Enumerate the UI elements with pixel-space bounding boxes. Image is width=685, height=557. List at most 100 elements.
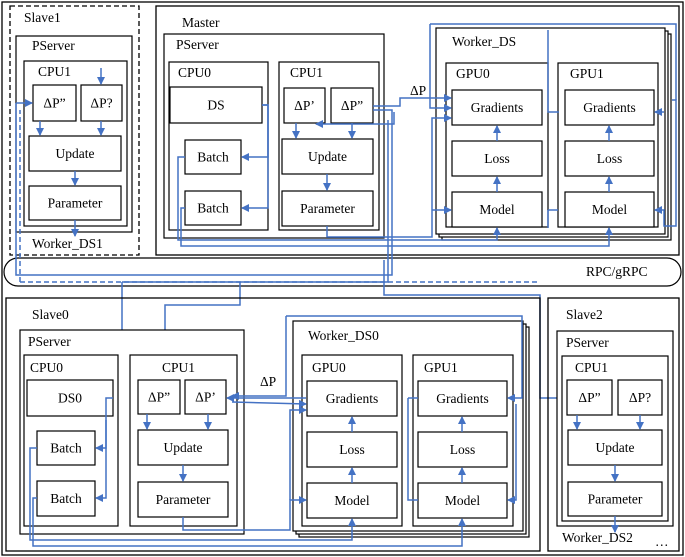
slave0-batch1-label: Batch xyxy=(50,441,82,456)
slave0-arrow-top-to-grad1 xyxy=(286,315,523,402)
slave0-batch1-box xyxy=(36,430,96,466)
master-gpu0-model-box xyxy=(451,191,543,228)
slave2-worker-label: Worker_DS2 xyxy=(562,530,633,545)
slave0-dp-pp-box xyxy=(137,379,181,415)
master-batch1-label: Batch xyxy=(197,150,229,165)
rpc-bus-pipe xyxy=(3,257,682,287)
master-ds-label: DS xyxy=(207,98,224,113)
master-title: Master xyxy=(182,15,220,30)
slave1-update-label: Update xyxy=(56,146,95,161)
slave1-pserver-label: PServer xyxy=(32,38,75,53)
master-arrow-grad1-up xyxy=(547,30,559,113)
slave2-dp-pp-label: ΔP” xyxy=(578,390,600,405)
slave0-arrow-batch1-to-model0 xyxy=(29,447,356,541)
master-gpu0-label: GPU0 xyxy=(456,66,490,81)
master-arrow-back-to-dp xyxy=(315,112,395,128)
slave1-dp-pp-label: ΔP” xyxy=(43,96,65,111)
master-arrow-ds-to-batch2 xyxy=(241,104,269,212)
master-parameter-label: Parameter xyxy=(300,201,355,216)
master-arrow-batch2-to-model1 xyxy=(180,207,613,247)
slave0-dp-p-box xyxy=(184,379,227,415)
master-dp-pp-box xyxy=(330,87,374,124)
master-dp-p-label: ΔP’ xyxy=(294,98,315,113)
master-arrow-param-to-grad0 xyxy=(326,114,452,238)
slave0-gpu0-loss-box xyxy=(306,431,398,468)
master-gpu1-loss-label: Loss xyxy=(597,151,623,166)
master-ds-box xyxy=(169,86,263,124)
slave0-gpu0-gradients-box xyxy=(306,380,398,417)
master-worker-title: Worker_DS xyxy=(452,34,516,49)
slave0-gpu0-label: GPU0 xyxy=(312,360,346,375)
slave0-arrow-top-to-dp xyxy=(231,316,287,400)
slave0-gpu1-loss-label: Loss xyxy=(450,442,476,457)
slave1-update-box xyxy=(28,135,122,172)
slave2-cpu1-label: CPU1 xyxy=(575,360,608,375)
slave0-cpu1-label: CPU1 xyxy=(162,360,195,375)
slave0-parameter-label: Parameter xyxy=(156,492,211,507)
slave2-update-box xyxy=(567,429,663,466)
slave1-parameter-label: Parameter xyxy=(48,196,103,211)
slave2-pserver-label: PServer xyxy=(566,335,609,350)
slave1-dp-pp-box xyxy=(32,84,77,122)
master-dp-link-label: ΔP xyxy=(410,83,426,98)
slave0-arrow-batch2-to-model1 xyxy=(32,497,466,547)
master-arrow-top-loop-in xyxy=(429,24,452,112)
slave1-worker-label: Worker_DS1 xyxy=(32,236,103,251)
master-arrow-dp-link xyxy=(373,94,452,107)
master-dp-pp-label: ΔP” xyxy=(341,98,363,113)
slave0-ds-box xyxy=(26,379,114,417)
rpc-bus-label: RPC/gRPC xyxy=(586,264,648,279)
slave2-dp-pp-box xyxy=(566,379,613,416)
master-frame xyxy=(155,5,680,256)
master-dp-p-box xyxy=(283,87,326,124)
slave0-gpu0-model-label: Model xyxy=(334,493,369,508)
slave1-cpu1-label: CPU1 xyxy=(38,64,71,79)
slave2-ellipsis: … xyxy=(655,534,669,549)
slave0-arrow-gpu-bridge-b xyxy=(407,398,418,501)
link-slave1-to-master xyxy=(15,103,393,276)
master-cpu1-label: CPU1 xyxy=(290,65,323,80)
slave2-dp-q-label: ΔP? xyxy=(629,390,651,405)
slave0-cpu0-label: CPU0 xyxy=(30,360,63,375)
master-parameter-box xyxy=(281,190,374,227)
master-update-box xyxy=(281,138,374,175)
slave2-frame xyxy=(547,297,680,552)
slave0-node: Slave0 PServer CPU0 DS0 Batch Batch CPU1… xyxy=(5,297,541,552)
slave1-title: Slave1 xyxy=(24,10,61,25)
slave1-dp-q-box xyxy=(80,84,123,122)
master-node: Master PServer CPU0 DS Batch Batch CPU1 … xyxy=(155,5,680,256)
slave0-gpu0-loss-label: Loss xyxy=(339,442,365,457)
slave0-dp-p-label: ΔP’ xyxy=(195,390,216,405)
master-pserver-label: PServer xyxy=(176,37,219,52)
slave0-title: Slave0 xyxy=(32,307,69,322)
slave1-frame xyxy=(9,5,140,256)
slave0-gpu1-model-label: Model xyxy=(445,493,480,508)
slave2-node: Slave2 PServer CPU1 ΔP” ΔP? Update Param… xyxy=(547,297,680,552)
slave0-frame xyxy=(5,297,541,552)
slave0-arrow-to-model1 xyxy=(507,404,517,504)
master-gpu0-model-label: Model xyxy=(479,202,514,217)
slave0-ds-label: DS0 xyxy=(58,391,82,406)
slave0-parameter-box xyxy=(137,481,229,518)
slave0-update-box xyxy=(137,429,229,466)
master-gpu0-gradients-label: Gradients xyxy=(471,100,523,115)
rpc-bus: RPC/gRPC xyxy=(3,257,682,287)
master-arrow-top-loop xyxy=(430,23,677,100)
slave0-gpu0-model-box xyxy=(306,482,398,519)
slave0-worker-title: Worker_DS0 xyxy=(308,328,379,343)
slave2-parameter-label: Parameter xyxy=(588,492,643,507)
slave1-node: Slave1 PServer CPU1 ΔP” ΔP? Update Param… xyxy=(9,5,140,256)
slave0-arrow-param-to-model0 xyxy=(182,496,307,531)
master-gpu1-model-label: Model xyxy=(592,202,627,217)
slave2-title: Slave2 xyxy=(566,307,603,322)
slave2-update-label: Update xyxy=(596,440,635,455)
slave0-batch2-box xyxy=(36,480,96,517)
master-cpu0-label: CPU0 xyxy=(178,65,211,80)
slave1-dp-q-label: ΔP? xyxy=(90,96,112,111)
slave0-dp-pp-label: ΔP” xyxy=(148,390,170,405)
master-batch2-label: Batch xyxy=(197,201,229,216)
master-gpu0-gradients-box xyxy=(451,89,543,126)
